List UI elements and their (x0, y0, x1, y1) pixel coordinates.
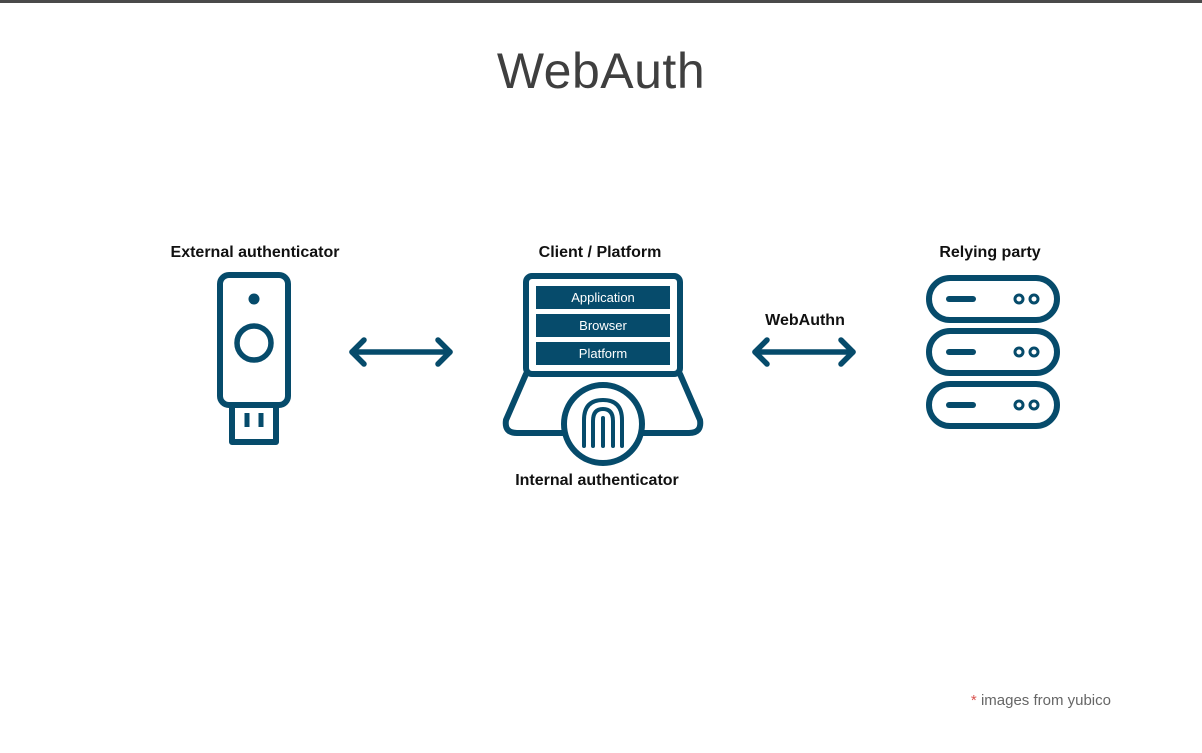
relying-party-label: Relying party (939, 244, 1041, 261)
internal-authenticator-label: Internal authenticator (515, 472, 679, 489)
software-stack: Application Browser Platform (536, 286, 670, 365)
external-authenticator-label: External authenticator (170, 244, 340, 261)
server-stack-icon (926, 275, 1060, 429)
footnote-star: * (970, 692, 977, 709)
stack-item-browser: Browser (579, 318, 627, 333)
footnote: * images from yubico (971, 692, 1111, 709)
double-arrow-icon (349, 337, 453, 367)
fingerprint-icon (561, 382, 645, 466)
stack-item-platform: Platform (579, 346, 627, 361)
client-platform-label: Client / Platform (538, 244, 662, 261)
usb-security-key-icon (217, 272, 291, 445)
double-arrow-icon (752, 337, 856, 367)
slide-title: WebAuth (496, 43, 706, 99)
top-border (0, 0, 1202, 3)
stack-item-application: Application (571, 290, 635, 305)
footnote-text: images from yubico (980, 692, 1111, 709)
webauthn-label: WebAuthn (765, 312, 845, 329)
